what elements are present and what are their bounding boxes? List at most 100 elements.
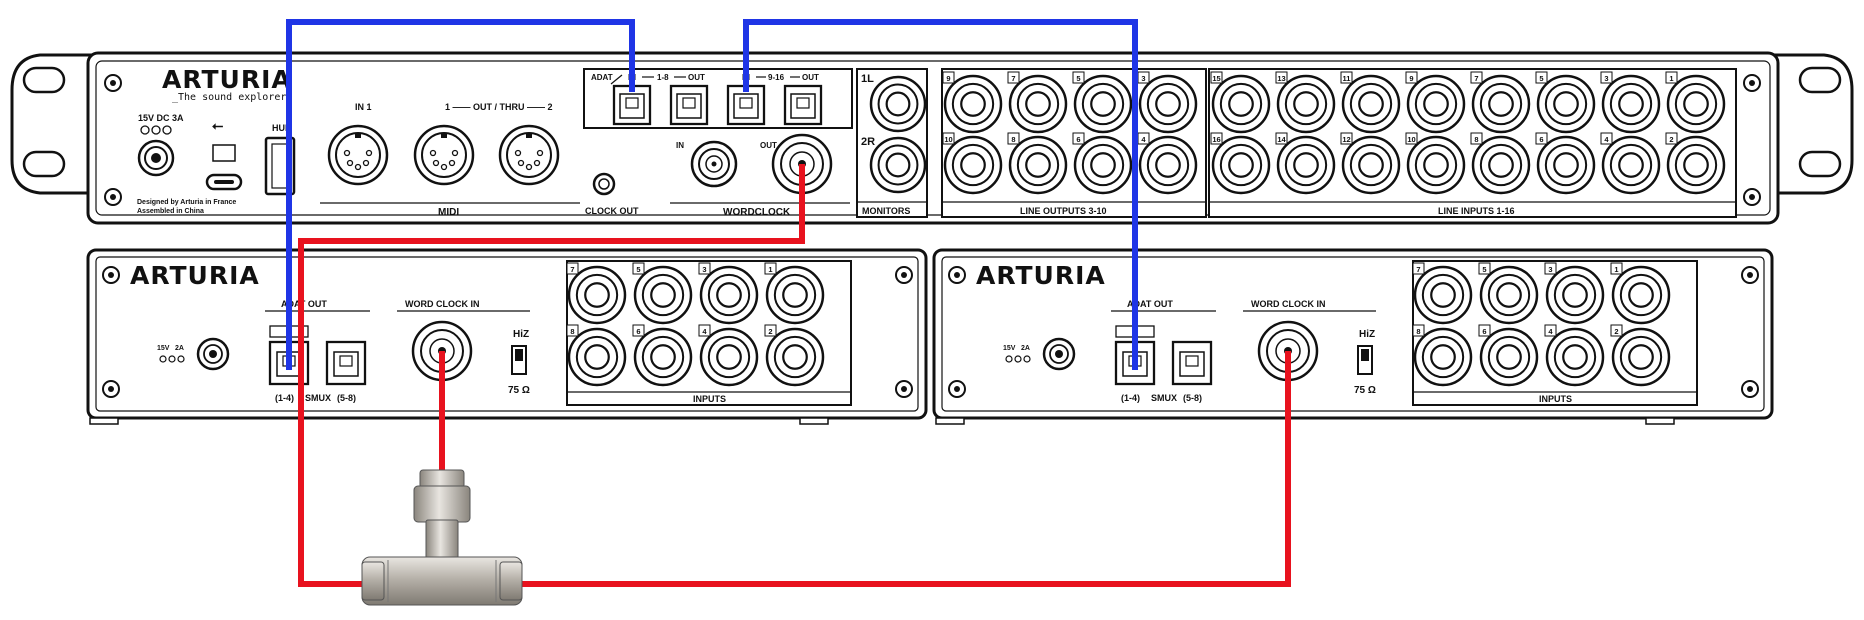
line-input-jack-9[interactable] [1406, 74, 1466, 134]
jack-number-box [764, 262, 777, 275]
input-jack-1[interactable] [1611, 265, 1671, 325]
input-jack-8[interactable] [567, 327, 627, 387]
jack-number-label: 3 [1548, 265, 1552, 274]
adat-out-port-5-8[interactable] [325, 340, 367, 386]
line-output-jack-10[interactable] [943, 135, 1003, 195]
input-jack-5[interactable] [1479, 265, 1539, 325]
line-input-jack-6[interactable] [1536, 135, 1596, 195]
line-input-jack-16[interactable] [1211, 135, 1271, 195]
input-jack-3[interactable] [1545, 265, 1605, 325]
dc-power-jack[interactable] [196, 337, 230, 371]
brand-tagline: _The sound explorers [172, 92, 292, 103]
midi-din-port-3[interactable] [498, 124, 560, 186]
adat-optical-port-2[interactable] [669, 84, 709, 126]
expander-2-foot-right [1645, 417, 1675, 425]
line-outputs-label: LINE OUTPUTS 3-10 [1020, 206, 1107, 216]
input-jack-6[interactable] [1479, 327, 1539, 387]
main-unit-inner [95, 60, 1771, 216]
line-output-jack-7[interactable] [1008, 74, 1068, 134]
input-jack-3[interactable] [699, 265, 759, 325]
monitor-1l-label: 1L [861, 73, 874, 85]
jack-number-label: 1 [1614, 265, 1618, 274]
line-input-jack-1[interactable] [1666, 74, 1726, 134]
jack-number-label: 5 [1539, 74, 1543, 83]
jack-number-label: 11 [1343, 74, 1351, 83]
jack-number-box [1665, 132, 1678, 145]
line-input-jack-8[interactable] [1471, 135, 1531, 195]
input-jack-8[interactable] [1413, 327, 1473, 387]
input-jack-5[interactable] [633, 265, 693, 325]
expander-2-inner [941, 256, 1765, 412]
expander-2-foot-left [935, 417, 965, 425]
line-input-jack-13[interactable] [1276, 74, 1336, 134]
screw-icon [1749, 194, 1755, 200]
clock-out-jack[interactable] [592, 172, 616, 196]
monitor-2r-label: 2R [861, 136, 875, 148]
line-input-jack-12[interactable] [1341, 135, 1401, 195]
power-amp-label: 2A [1021, 345, 1030, 352]
wc-in-label: IN [676, 141, 684, 150]
adat-optical-port-1[interactable] [612, 84, 652, 126]
jack-number-box [632, 262, 645, 275]
screw-icon [108, 272, 114, 278]
line-output-jack-9[interactable] [943, 74, 1003, 134]
monitor-1l-jack[interactable] [869, 75, 927, 133]
wordclock-cable-main [298, 164, 805, 587]
line-input-jack-14[interactable] [1276, 135, 1336, 195]
input-jack-7[interactable] [567, 265, 627, 325]
line-output-jack-3[interactable] [1138, 74, 1198, 134]
midi-out-label: 1 —— OUT / THRU —— 2 [445, 102, 553, 112]
expander-1-foot-right [799, 417, 829, 425]
line-input-jack-15[interactable] [1211, 74, 1271, 134]
line-input-jack-11[interactable] [1341, 74, 1401, 134]
line-input-jack-2[interactable] [1666, 135, 1726, 195]
hiz-switch[interactable] [1357, 345, 1373, 375]
jack-number-box [1544, 324, 1557, 337]
line-output-jack-4[interactable] [1138, 135, 1198, 195]
input-jack-2[interactable] [1611, 327, 1671, 387]
line-input-jack-3[interactable] [1601, 74, 1661, 134]
rack-ear-right-slot-top [1798, 66, 1842, 94]
jack-number-box [1470, 132, 1483, 145]
wordclock-in-bnc[interactable] [690, 140, 738, 188]
usb-c-port-inner [214, 180, 234, 184]
input-jack-1[interactable] [765, 265, 825, 325]
adat-out-a-label: OUT [688, 73, 705, 82]
line-output-jack-8[interactable] [1008, 135, 1068, 195]
jack-number-box [632, 324, 645, 337]
adat-out-port-5-8[interactable] [1171, 340, 1213, 386]
hiz-switch[interactable] [511, 345, 527, 375]
dc-power-jack[interactable] [137, 139, 175, 177]
input-jack-6[interactable] [633, 327, 693, 387]
adat-optical-port-4[interactable] [783, 84, 823, 126]
jack-number-box [1412, 262, 1425, 275]
jack-number-box [1665, 71, 1678, 84]
adat-label-divider [610, 74, 623, 85]
line-input-jack-10[interactable] [1406, 135, 1466, 195]
line-input-jack-7[interactable] [1471, 74, 1531, 134]
screw-icon [954, 386, 960, 392]
midi-din-port-1[interactable] [327, 124, 389, 186]
inputs-label: INPUTS [693, 394, 726, 404]
input-jack-4[interactable] [699, 327, 759, 387]
dc-power-jack[interactable] [1042, 337, 1076, 371]
screw-icon [108, 386, 114, 392]
line-output-jack-5[interactable] [1073, 74, 1133, 134]
input-jack-4[interactable] [1545, 327, 1605, 387]
inputs-label: INPUTS [1539, 394, 1572, 404]
jack-number-label: 7 [570, 265, 574, 274]
jack-number-box [566, 324, 579, 337]
line-input-jack-4[interactable] [1601, 135, 1661, 195]
midi-din-port-2[interactable] [413, 124, 475, 186]
input-jack-7[interactable] [1413, 265, 1473, 325]
jack-number-label: 4 [1141, 135, 1146, 144]
monitor-2r-jack[interactable] [869, 136, 927, 194]
input-jack-2[interactable] [765, 327, 825, 387]
line-output-jack-6[interactable] [1073, 135, 1133, 195]
jack-number-label: 9 [1409, 74, 1413, 83]
jack-number-box [1535, 132, 1548, 145]
line-input-jack-5[interactable] [1536, 74, 1596, 134]
jack-number-label: 16 [1212, 135, 1220, 144]
